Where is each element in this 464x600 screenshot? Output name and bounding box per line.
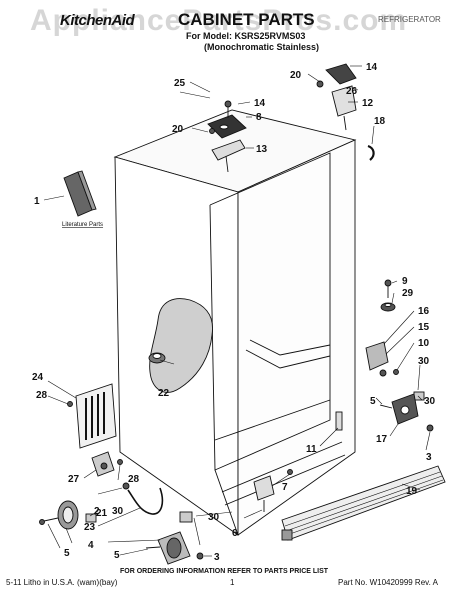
callout: 14 (254, 98, 266, 109)
spacer-part-30a (85, 513, 97, 523)
page-number: 1 (230, 578, 235, 587)
callout: 25 (174, 78, 186, 89)
callout: 22 (158, 388, 170, 399)
callout: 3 (426, 452, 432, 463)
callout: 14 (366, 62, 378, 73)
callout: 2 (94, 506, 100, 517)
callout: 21 (96, 508, 108, 519)
callout: 18 (374, 116, 386, 127)
callout: 28 (36, 390, 48, 401)
category-label: REFRIGERATOR (378, 15, 441, 24)
callout: 5 (64, 548, 70, 559)
callout: 5 (114, 550, 120, 561)
callout: 23 (84, 522, 96, 533)
callout: 30 (424, 396, 436, 407)
callout: 11 (306, 444, 317, 455)
clip-part-18 (367, 144, 375, 161)
leader-lines (43, 65, 431, 557)
cabinet-back-panel (237, 139, 356, 536)
callout: 3 (214, 552, 220, 563)
callout: 6 (232, 528, 238, 539)
bushing-part-29 (380, 302, 396, 312)
literature-parts-label: Literature Parts (62, 222, 103, 228)
model-variant: (Monochromatic Stainless) (204, 42, 320, 52)
callout: 1 (34, 196, 40, 207)
water-line-part-23 (127, 487, 164, 515)
callout: 19 (406, 486, 418, 497)
callout: 16 (418, 306, 430, 317)
callout: 29 (402, 288, 414, 299)
callout: 30 (208, 512, 220, 523)
callout: 24 (32, 372, 44, 383)
callout: 30 (112, 506, 124, 517)
watermark: AppliancePartsPros.com (30, 4, 408, 37)
callout: 12 (362, 98, 374, 109)
callout-labels: 1 2 3 3 4 5 5 5 6 7 8 9 10 11 12 13 14 1… (32, 62, 436, 563)
top-hinge-part-13 (211, 139, 246, 161)
callout: 26 (346, 86, 358, 97)
model-number: KSRS25RVMS03 (234, 31, 306, 41)
spacer-part-30b (179, 511, 193, 523)
litho-note: 5-11 Litho in U.S.A. (wam)(bay) (6, 578, 118, 587)
cabinet-front-rail (209, 152, 331, 471)
callout: 20 (290, 70, 302, 81)
brand-logo: KitchenAid (60, 12, 135, 29)
cutaway-opening (149, 298, 213, 393)
callout: 30 (418, 356, 430, 367)
page-title: CABINET PARTS (178, 10, 315, 29)
rear-vent-panel-part-24 (75, 383, 117, 449)
callout: 8 (256, 112, 262, 123)
callout: 20 (172, 124, 184, 135)
callout: 27 (68, 474, 80, 485)
ordering-note: FOR ORDERING INFORMATION REFER TO PARTS … (120, 568, 329, 575)
callout: 15 (418, 322, 430, 333)
callout: 28 (128, 474, 140, 485)
callout: 10 (418, 338, 430, 349)
model-line: For Model: KSRS25RVMS03 (186, 31, 305, 41)
model-prefix: For Model: (186, 31, 232, 41)
part-number: Part No. W10420999 Rev. A (338, 578, 438, 587)
callout: 13 (256, 144, 268, 155)
leveling-leg-part-6 (253, 475, 275, 501)
callout: 7 (282, 482, 288, 493)
callout: 9 (402, 276, 408, 287)
callout: 4 (88, 540, 94, 551)
callout: 17 (376, 434, 388, 445)
upper-hinge-part-26 (325, 63, 357, 85)
callout: 5 (370, 396, 376, 407)
lower-hinge-part-16 (365, 341, 389, 371)
